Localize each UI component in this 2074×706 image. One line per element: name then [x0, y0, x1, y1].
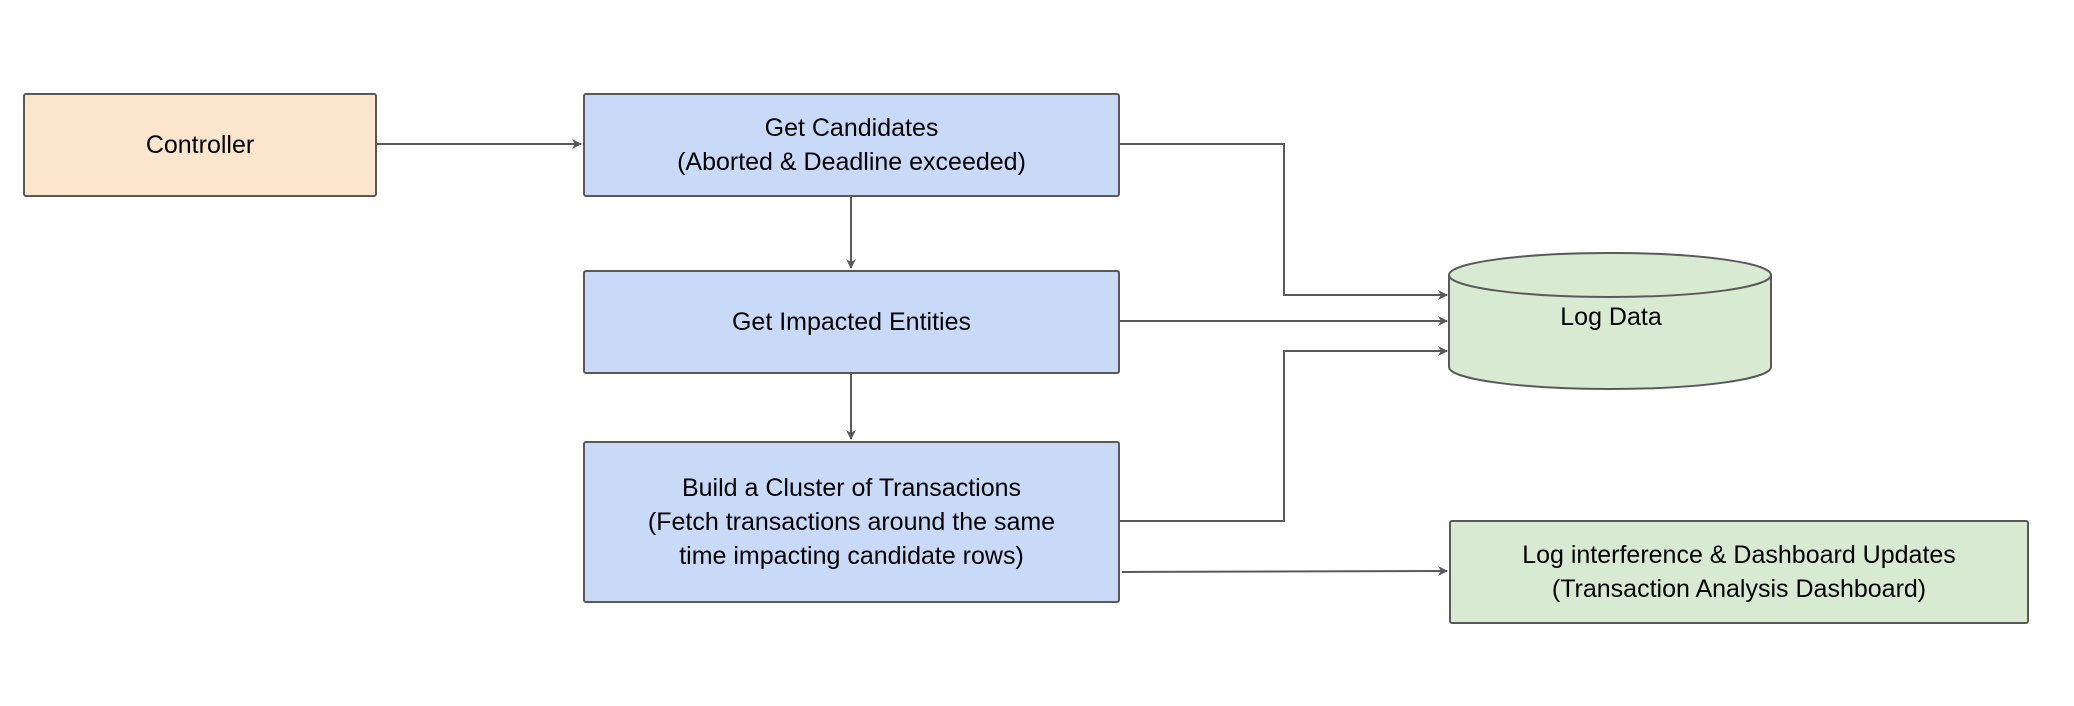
build-cluster-title: Build a Cluster of Transactions: [681, 474, 1022, 502]
edge-get-candidates-to-log-data: [1120, 143, 1448, 300]
dashboard-title: Log interference & Dashboard Updates: [1522, 541, 1956, 569]
dashboard-updates-node: Log interference & Dashboard Updates (Tr…: [1449, 520, 2029, 624]
get-impacted-entities-node: Get Impacted Entities: [583, 270, 1120, 374]
get-candidates-title: Get Candidates: [764, 114, 939, 142]
controller-label: Controller: [145, 131, 255, 159]
log-data-cylinder: [1448, 252, 1772, 390]
build-cluster-node: Build a Cluster of Transactions (Fetch t…: [583, 441, 1120, 603]
build-cluster-detail-line-2: time impacting candidate rows): [679, 542, 1024, 570]
log-data-label: Log Data: [1560, 303, 1662, 331]
get-impacted-entities-label: Get Impacted Entities: [731, 308, 971, 336]
controller-node: Controller: [23, 93, 377, 197]
build-cluster-detail-line-1: (Fetch transactions around the same: [647, 508, 1056, 536]
dashboard-subtitle: (Transaction Analysis Dashboard): [1551, 575, 1927, 603]
edge-build-cluster-to-log-data: [1120, 346, 1448, 522]
edge-build-cluster-to-dashboard: [1121, 566, 1448, 577]
get-candidates-subtitle: (Aborted & Deadline exceeded): [677, 148, 1026, 176]
get-candidates-node: Get Candidates (Aborted & Deadline excee…: [583, 93, 1120, 197]
